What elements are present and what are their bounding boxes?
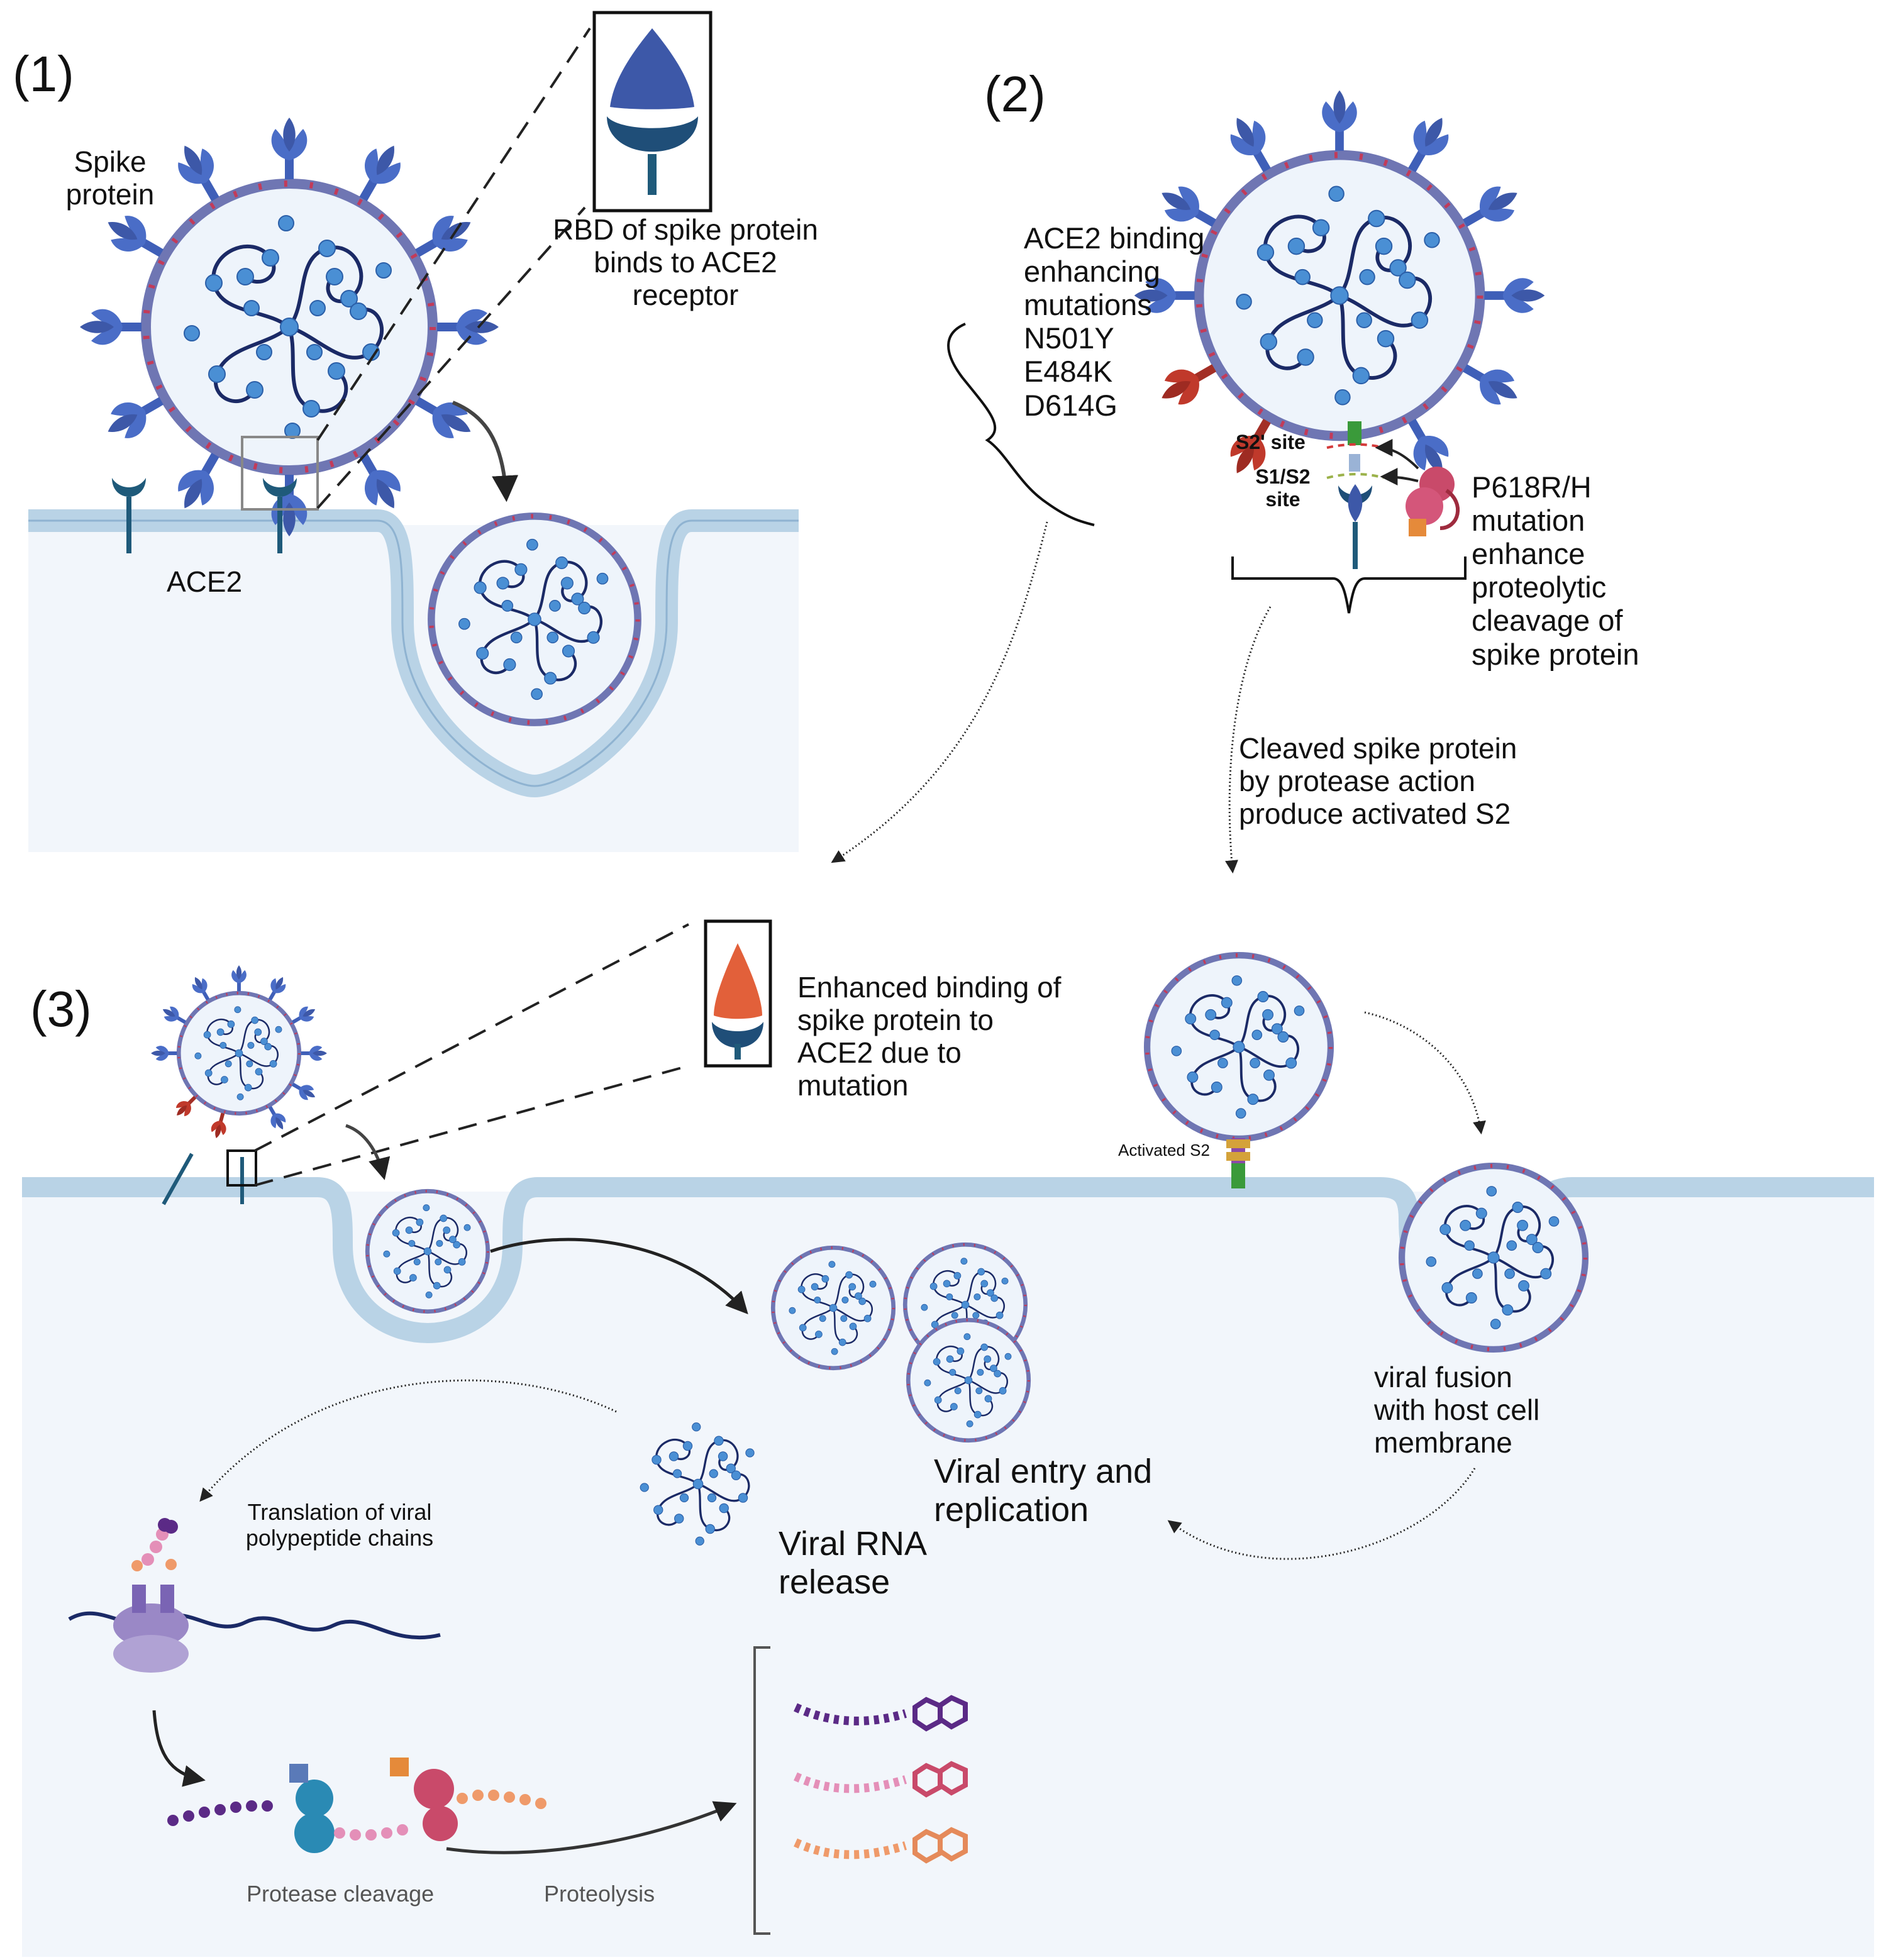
mutation-line: E484K	[1024, 355, 1113, 389]
p618-line: proteolytic	[1472, 570, 1607, 604]
rbd-label-line: binds to ACE2	[594, 245, 777, 279]
p618-line: cleavage of	[1472, 604, 1623, 638]
p618-line: P618R/H	[1472, 470, 1592, 504]
panel-3-entry-arrow	[345, 1124, 391, 1180]
spike-protein-label: Spike protein	[50, 145, 170, 211]
rbd-label-line: receptor	[632, 278, 739, 311]
fusing-virion	[1402, 1166, 1585, 1349]
viral-rna-release-label: Viral RNA release	[779, 1525, 927, 1602]
viral-entry-label: Viral entry and replication	[934, 1453, 1152, 1529]
cleaved-line: Cleaved spike protein	[1239, 732, 1517, 765]
viral-fusion-label: viral fusion with host cell membrane	[1374, 1361, 1539, 1459]
ace2-receptor-free	[112, 478, 146, 553]
spike-label-line: protein	[65, 177, 155, 211]
ribosome	[68, 1518, 441, 1673]
entry-line: replication	[934, 1491, 1089, 1529]
rna-line: release	[779, 1563, 890, 1602]
s2-prime-site-label: S2' site	[1236, 431, 1306, 453]
mutation-brace	[947, 323, 1095, 526]
rna-line: Viral RNA	[779, 1525, 928, 1563]
proteolysis-arrow	[446, 1801, 737, 1854]
s1-s2-site-label: S1/S2 site	[1242, 465, 1324, 511]
p618-line: enhance	[1472, 537, 1585, 571]
protease-cleavage-label: Protease cleavage	[247, 1881, 435, 1907]
p618-line: mutation	[1472, 504, 1585, 538]
fusion-line: viral fusion	[1374, 1361, 1512, 1393]
mutation-line: enhancing	[1024, 255, 1160, 289]
entry-line: Viral entry and	[934, 1453, 1153, 1490]
translation-label: Translation of viral polypeptide chains	[226, 1499, 453, 1551]
panel-2-number: (2)	[984, 66, 1046, 122]
activated-s2-label: Activated S2	[1118, 1141, 1210, 1160]
fusion-line: with host cell	[1374, 1393, 1540, 1426]
activated-s2-virion	[1147, 955, 1331, 1188]
p618-mutation-label: P618R/H mutation enhance proteolytic cle…	[1472, 470, 1639, 671]
enhanced-line: ACE2 due to	[797, 1036, 962, 1069]
mutation-line: mutations	[1024, 288, 1152, 322]
ace2-label: ACE2	[167, 565, 243, 598]
to-replication-arrow	[490, 1237, 748, 1315]
cleavage-arrow	[1225, 606, 1272, 874]
site-line: S1/S2	[1255, 465, 1311, 488]
rbd-binding-label: RBD of spike protein binds to ACE2 recep…	[538, 213, 833, 312]
panel-1-number: (1)	[13, 46, 74, 102]
mutation-line: N501Y	[1024, 321, 1114, 355]
p618-line: spike protein	[1472, 637, 1639, 671]
fusion-line: membrane	[1374, 1426, 1512, 1459]
cleaved-line: produce activated S2	[1239, 797, 1511, 830]
enhanced-line: mutation	[797, 1068, 909, 1102]
cleaved-spike-label: Cleaved spike protein by protease action…	[1239, 732, 1517, 831]
stalk-brace	[1231, 556, 1467, 614]
protease-cleavage-chain	[167, 1758, 546, 1853]
panel-3-highlight-box	[226, 1149, 257, 1187]
panel-1-cell	[28, 509, 799, 852]
mutation-line: ACE2 binding	[1024, 221, 1205, 255]
translation-line: Translation of viral	[247, 1499, 432, 1525]
protease-enzyme	[1375, 439, 1460, 536]
ace2-receptor-bound	[263, 478, 297, 553]
panel-1-internalized-virion	[431, 516, 638, 723]
cleaved-products	[794, 1695, 968, 1864]
mutation-line: D614G	[1024, 388, 1117, 422]
proteolysis-label: Proteolysis	[544, 1881, 655, 1907]
enhanced-line: Enhanced binding of	[797, 971, 1062, 1004]
panel-3-virion	[151, 965, 327, 1141]
site-line: site	[1265, 488, 1300, 511]
panel-3-number: (3)	[30, 981, 92, 1037]
cleaved-line: by protease action	[1239, 764, 1475, 797]
translation-line: polypeptide chains	[245, 1524, 434, 1551]
enhanced-line: spike protein to	[797, 1003, 994, 1036]
spike-label-line: Spike	[74, 145, 147, 178]
rbd-inset	[592, 11, 713, 213]
translation-to-cleavage-arrow	[152, 1710, 206, 1787]
panel-3-internalized-virion	[367, 1191, 488, 1312]
enhanced-binding-inset	[704, 919, 772, 1068]
panel-3-zoom-lines	[254, 923, 689, 1187]
products-bracket	[753, 1646, 770, 1935]
ace2-mutations-label: ACE2 binding enhancing mutations N501Y E…	[1024, 221, 1204, 422]
enhanced-binding-label: Enhanced binding of spike protein to ACE…	[797, 971, 1062, 1102]
panel-2-cleavage-stalk	[1326, 421, 1384, 569]
panel-3-receptors	[162, 1153, 244, 1205]
panel-1-entry-arrow	[452, 401, 519, 502]
rbd-label-line: RBD of spike protein	[553, 213, 818, 246]
to-fusion-arrow	[1364, 1011, 1486, 1135]
rbd-zoom-lines	[316, 27, 591, 509]
mutation-to-panel-3-arrow	[831, 521, 1048, 863]
rbd-highlight-box	[241, 436, 319, 511]
rna-to-translation-arrow	[199, 1379, 617, 1502]
